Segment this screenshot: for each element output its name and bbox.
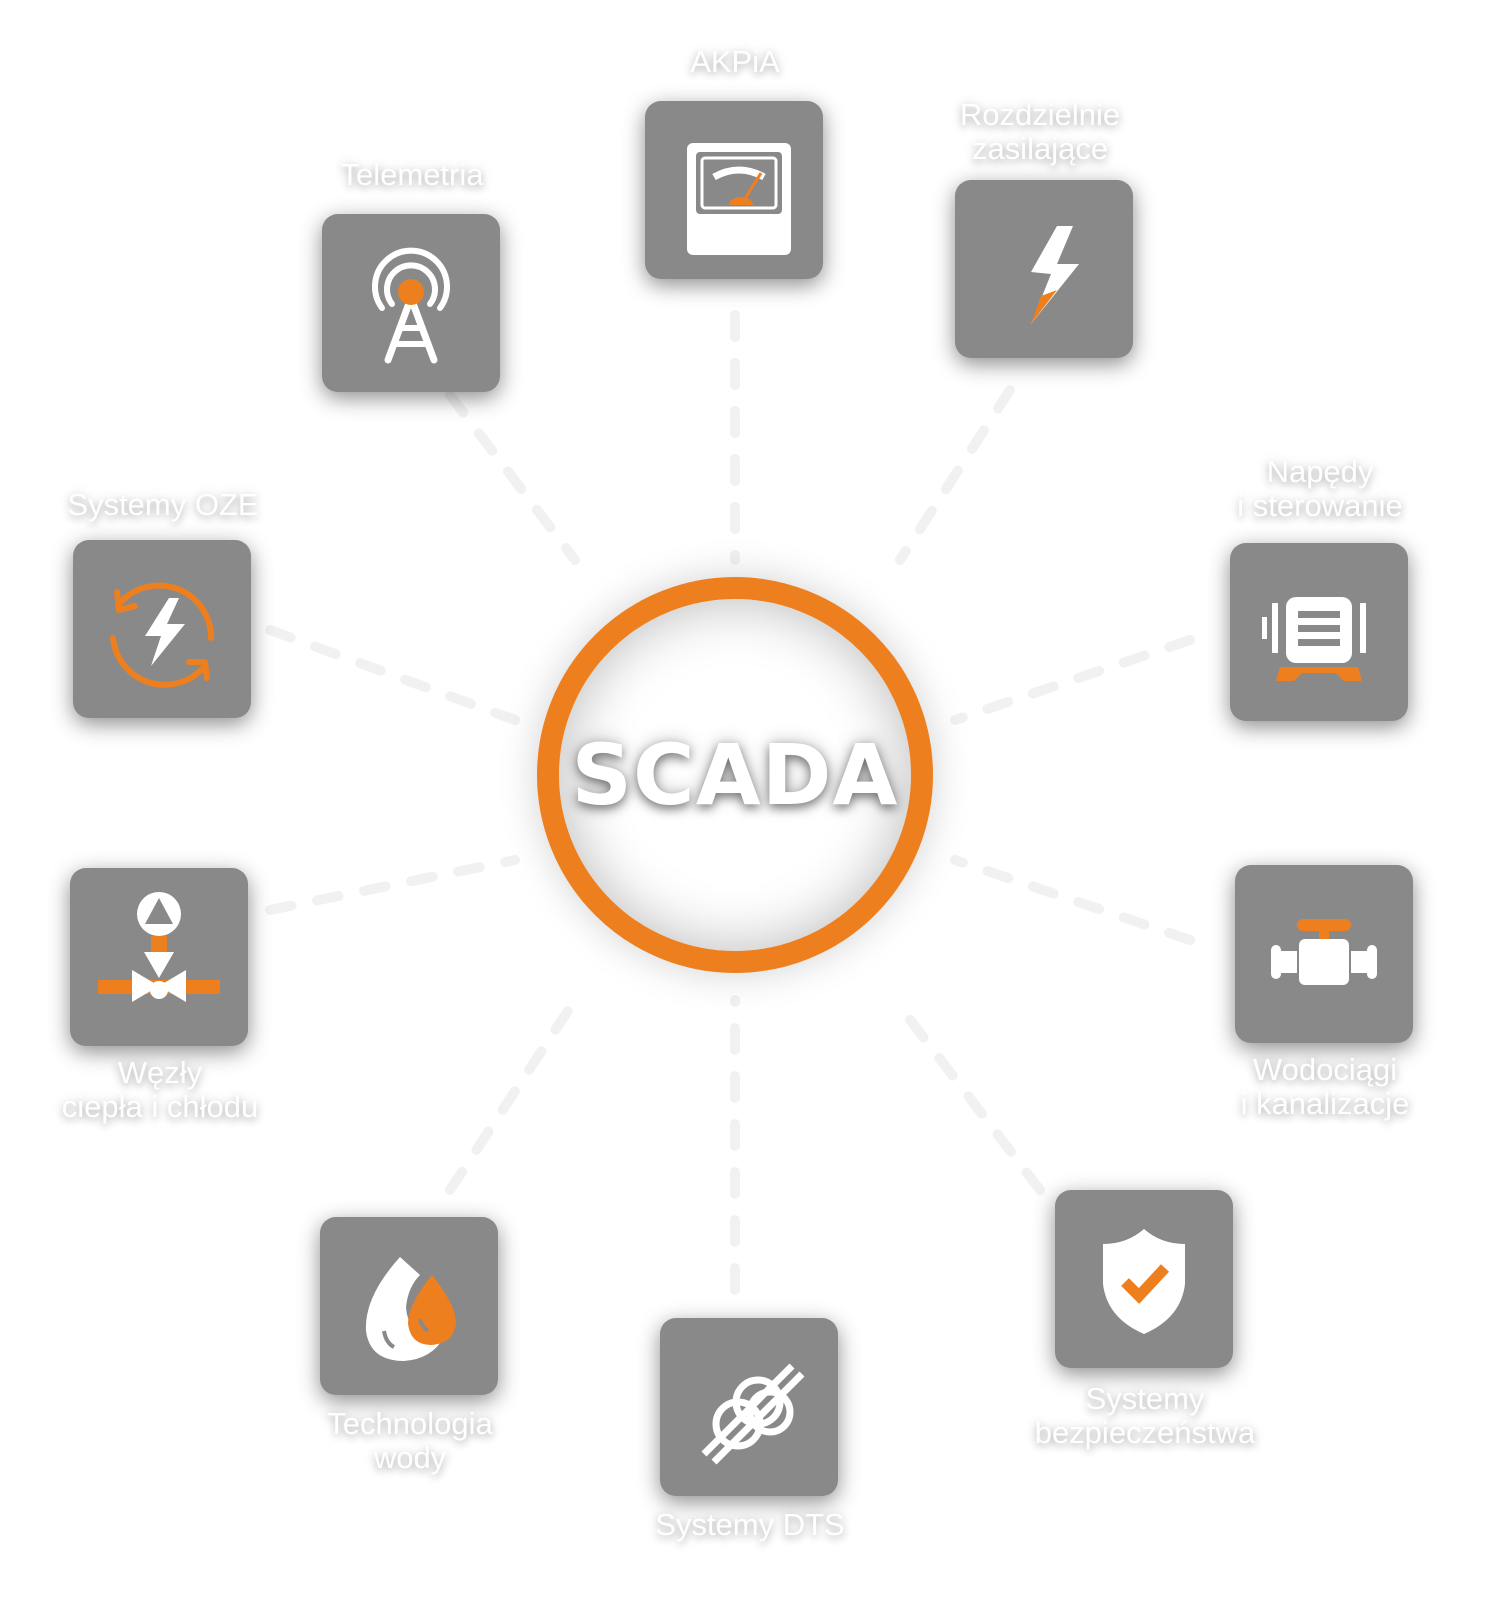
water-drops-icon [365, 1257, 456, 1361]
electric-motor-icon [1262, 597, 1366, 681]
node-label: Telemetria [340, 157, 484, 192]
node-label: Węzły ciepła i chłodu [61, 1055, 259, 1124]
node-tile[interactable] [660, 1318, 838, 1496]
node-tile[interactable] [322, 214, 500, 392]
shield-check-icon [1103, 1229, 1185, 1334]
lightning-bolt-icon [1031, 226, 1079, 324]
fiber-knot-icon [701, 1363, 805, 1465]
hub-title: SCADA [571, 726, 899, 824]
node-tile[interactable] [955, 180, 1133, 358]
node-tile[interactable] [70, 868, 248, 1046]
node-label: AKPiA [690, 44, 780, 79]
pump-valve-icon [98, 892, 220, 1002]
node-label: Systemy DTS [655, 1507, 845, 1542]
node-tile[interactable] [1055, 1190, 1233, 1368]
node-label: Rozdzielnie zasilające [959, 97, 1121, 166]
node-label: Wodociągi i kanalizacje [1240, 1052, 1410, 1121]
pipe-valve-icon [1271, 919, 1377, 985]
scada-hub: SCADA [537, 577, 933, 973]
node-label: Systemy bezpieczeństwa [1034, 1381, 1256, 1450]
node-label: Systemy OZE [67, 487, 259, 522]
node-label: Technologia wody [327, 1406, 493, 1475]
node-tile[interactable] [73, 540, 251, 718]
radio-tower-icon [372, 247, 450, 364]
node-tile[interactable] [1235, 865, 1413, 1043]
renewable-energy-icon [110, 582, 215, 688]
node-tile[interactable] [645, 101, 823, 279]
node-label: Napędy i sterowanie [1237, 454, 1403, 523]
gauge-meter-icon [687, 143, 791, 255]
node-tile[interactable] [1230, 543, 1408, 721]
node-tile[interactable] [320, 1217, 498, 1395]
